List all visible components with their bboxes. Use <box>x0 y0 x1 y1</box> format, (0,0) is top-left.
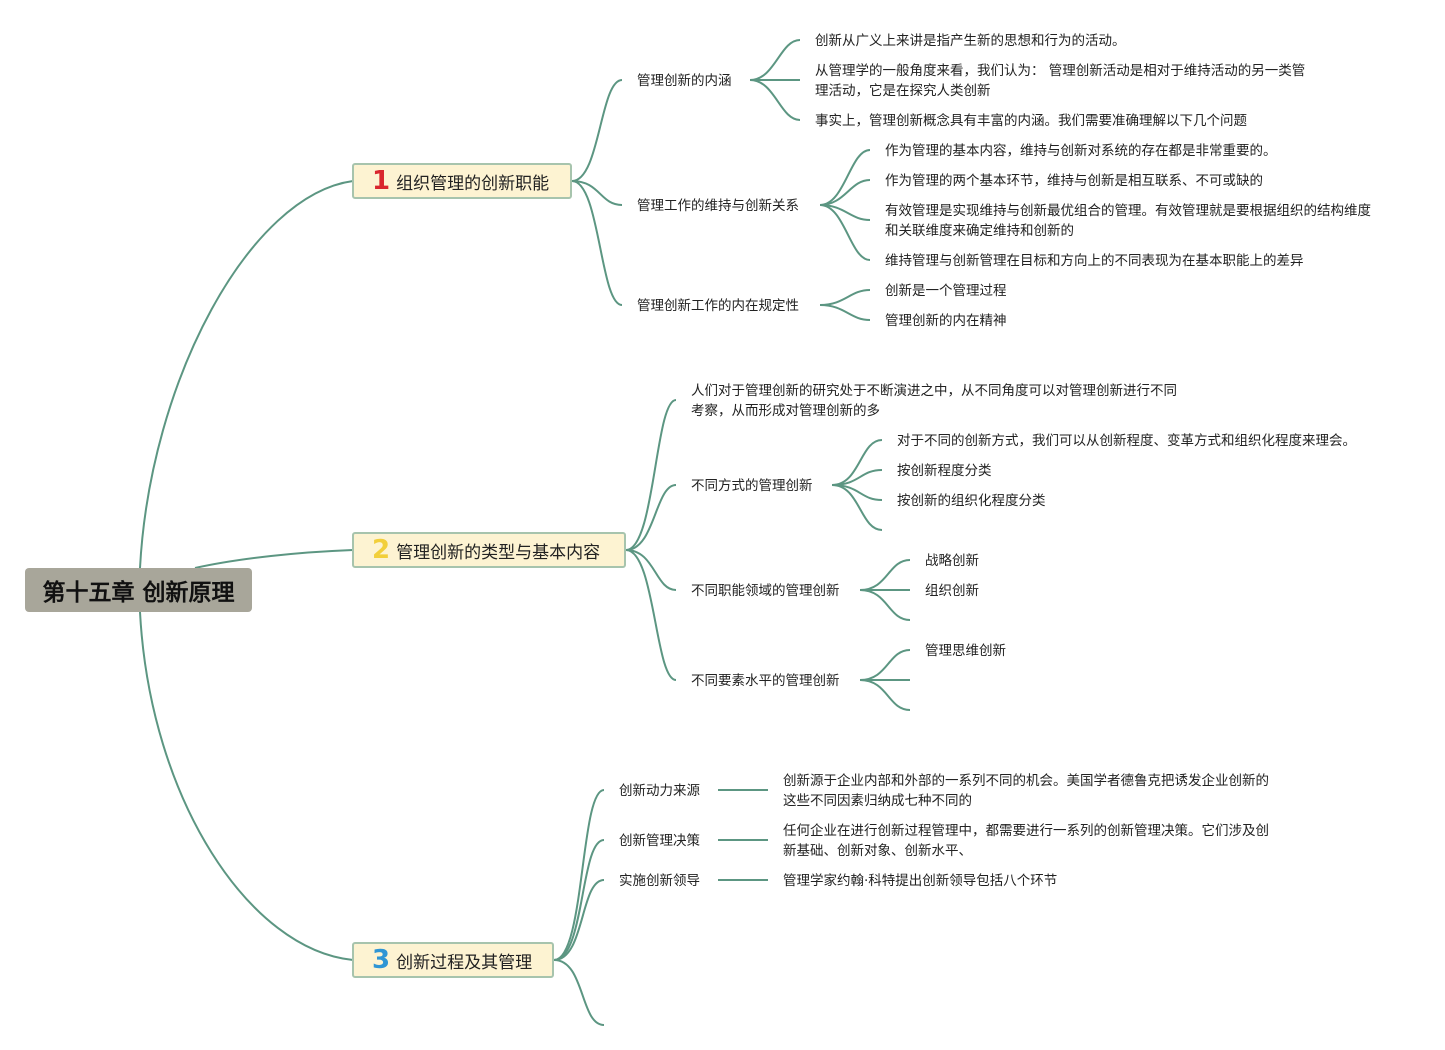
branch-line <box>553 959 605 1026</box>
leaf-topic[interactable]: 管理思维创新 <box>925 643 1006 659</box>
branch-line <box>819 149 871 206</box>
leaf-topic[interactable]: 对于不同的创新方式，我们可以从创新程度、变革方式和组织化程度来理会。 <box>897 433 1356 449</box>
branch-line <box>749 39 801 81</box>
main-topic-title: 管理创新的类型与基本内容 <box>396 542 601 563</box>
leaf-topic[interactable]: 组织创新 <box>925 583 979 599</box>
link-root-s3 <box>139 611 354 961</box>
branch-line <box>553 789 605 961</box>
leaf-topic[interactable]: 战略创新 <box>925 553 979 569</box>
root-title: 第十五章 创新原理 <box>42 580 235 606</box>
branch-line <box>571 79 623 182</box>
main-topic-title: 创新过程及其管理 <box>396 952 533 973</box>
link-root-s1 <box>139 180 354 569</box>
subtopic[interactable]: 人们对于管理创新的研究处于不断演进之中，从不同角度可以对管理创新进行不同考察，从… <box>691 383 1177 419</box>
branch-line <box>749 79 801 121</box>
branch-line <box>819 204 871 261</box>
branch-line <box>625 549 677 681</box>
branch-line <box>625 484 677 551</box>
branch-line <box>571 180 623 306</box>
leaf-topic[interactable]: 作为管理的两个基本环节，维持与创新是相互联系、不可或缺的 <box>885 173 1263 189</box>
branch-line <box>819 179 871 206</box>
subtopic[interactable]: 创新管理决策 <box>619 833 700 849</box>
leaf-topic[interactable]: 事实上，管理创新概念具有丰富的内涵。我们需要准确理解以下几个问题 <box>815 113 1247 129</box>
branch-line <box>553 879 605 961</box>
leaf-topic[interactable]: 管理创新的内在精神 <box>885 313 1007 329</box>
subtopic[interactable]: 管理创新工作的内在规定性 <box>637 298 799 314</box>
leaf-topic[interactable]: 按创新程度分类 <box>897 463 992 479</box>
branch-line <box>571 180 623 206</box>
subtopic[interactable]: 不同职能领域的管理创新 <box>691 583 840 599</box>
subtopic[interactable]: 实施创新领导 <box>619 873 700 889</box>
leaf-topic[interactable]: 任何企业在进行创新过程管理中，都需要进行一系列的创新管理决策。它们涉及创新基础、… <box>783 823 1269 859</box>
number-3-icon: 3 <box>372 945 391 975</box>
branch-line <box>625 549 677 591</box>
leaf-topic[interactable]: 维持管理与创新管理在目标和方向上的不同表现为在基本职能上的差异 <box>885 253 1304 269</box>
branch-line <box>553 839 605 961</box>
branch-line <box>819 289 871 306</box>
branch-line <box>859 589 911 621</box>
leaf-topic[interactable]: 从管理学的一般角度来看，我们认为： 管理创新活动是相对于维持活动的另一类管理活动… <box>815 63 1306 99</box>
number-2-icon: 2 <box>372 535 391 565</box>
leaf-topic[interactable]: 创新源于企业内部和外部的一系列不同的机会。美国学者德鲁克把诱发企业创新的这些不同… <box>783 773 1269 809</box>
branch-line <box>819 304 871 321</box>
leaf-topic[interactable]: 按创新的组织化程度分类 <box>897 493 1046 509</box>
leaf-topic[interactable]: 创新从广义上来讲是指产生新的思想和行为的活动。 <box>815 33 1126 49</box>
main-topic-3[interactable]: 3 创新过程及其管理 <box>352 942 554 978</box>
number-1-icon: 1 <box>372 166 391 196</box>
leaf-topic[interactable]: 管理学家约翰·科特提出创新领导包括八个环节 <box>783 873 1058 889</box>
branch-line <box>859 649 911 681</box>
branch-line <box>831 484 883 531</box>
leaf-topic[interactable]: 有效管理是实现维持与创新最优组合的管理。有效管理就是要根据组织的结构维度和关联维… <box>885 203 1371 239</box>
subtopic[interactable]: 管理工作的维持与创新关系 <box>637 198 799 214</box>
branch-line <box>859 679 911 711</box>
subtopic[interactable]: 创新动力来源 <box>619 783 700 799</box>
leaf-topic[interactable]: 作为管理的基本内容，维持与创新对系统的存在都是非常重要的。 <box>885 143 1277 159</box>
main-topic-1[interactable]: 1 组织管理的创新职能 <box>352 163 572 199</box>
subtopic[interactable]: 不同要素水平的管理创新 <box>691 673 840 689</box>
link-root-s2 <box>194 549 354 569</box>
main-topic-title: 组织管理的创新职能 <box>396 173 550 194</box>
subtopic[interactable]: 不同方式的管理创新 <box>691 478 813 494</box>
leaf-topic[interactable]: 创新是一个管理过程 <box>885 283 1007 299</box>
branch-line <box>625 399 677 551</box>
subtopic[interactable]: 管理创新的内涵 <box>637 73 732 89</box>
root-topic[interactable]: 第十五章 创新原理 <box>25 568 252 612</box>
branch-line <box>859 559 911 591</box>
main-topic-2[interactable]: 2 管理创新的类型与基本内容 <box>352 532 626 568</box>
